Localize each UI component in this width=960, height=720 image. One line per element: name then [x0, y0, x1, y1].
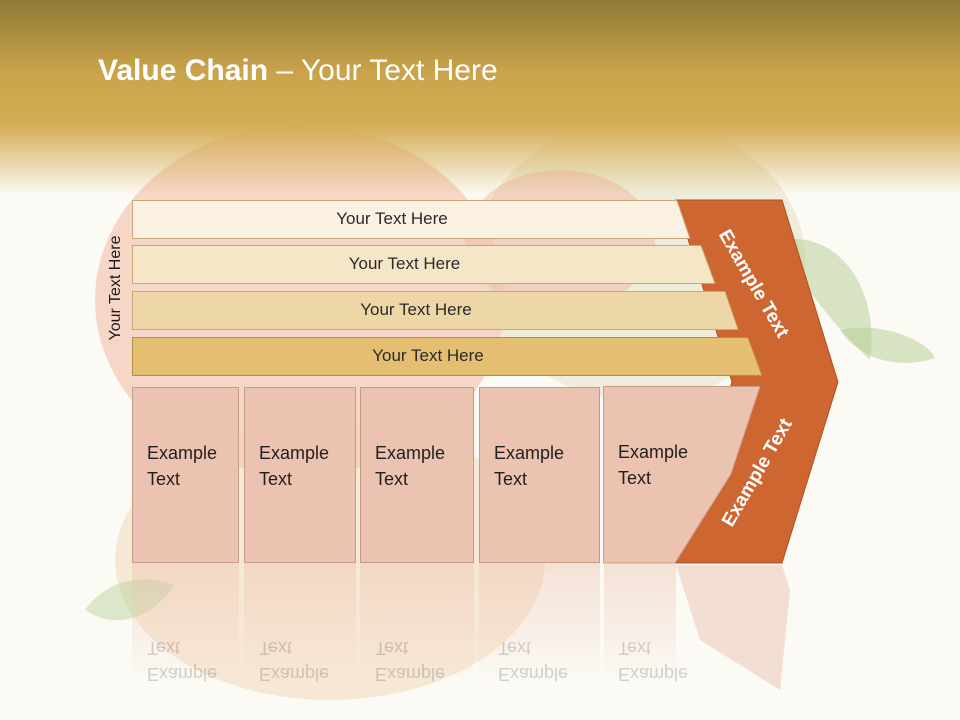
support-row-label: Your Text Here	[372, 346, 484, 365]
support-row-label: Your Text Here	[348, 254, 461, 273]
activity-box: Example Text	[360, 387, 474, 563]
activity-box: Example Text	[479, 387, 600, 563]
activity-box: Example Text	[603, 386, 762, 564]
support-row-label: Your Text Here	[360, 300, 472, 319]
support-row-label: Your Text Here	[336, 209, 448, 228]
title-rest: – Your Text Here	[268, 54, 498, 87]
activity-line1: Example	[147, 443, 218, 463]
support-row: Your Text Here	[132, 245, 717, 284]
activity-box: Example Text	[132, 387, 239, 563]
activity-line1: Example	[259, 443, 330, 463]
activity-line1: Example	[618, 442, 689, 462]
activity-line1: Example	[494, 443, 565, 463]
activity-line1: Example	[375, 443, 446, 463]
page-title: Value Chain – Your Text Here	[98, 54, 498, 88]
activity-line2: Text	[259, 469, 293, 489]
title-bold: Value Chain	[98, 54, 269, 87]
header-band	[0, 0, 960, 200]
support-row: Your Text Here	[132, 337, 764, 376]
support-row: Your Text Here	[132, 200, 692, 239]
activity-line2: Text	[375, 469, 409, 489]
support-row: Your Text Here	[132, 291, 740, 330]
activity-box: Example Text	[244, 387, 356, 563]
activity-line2: Text	[147, 469, 181, 489]
activity-line2: Text	[618, 468, 652, 488]
activity-line2: Text	[494, 469, 528, 489]
